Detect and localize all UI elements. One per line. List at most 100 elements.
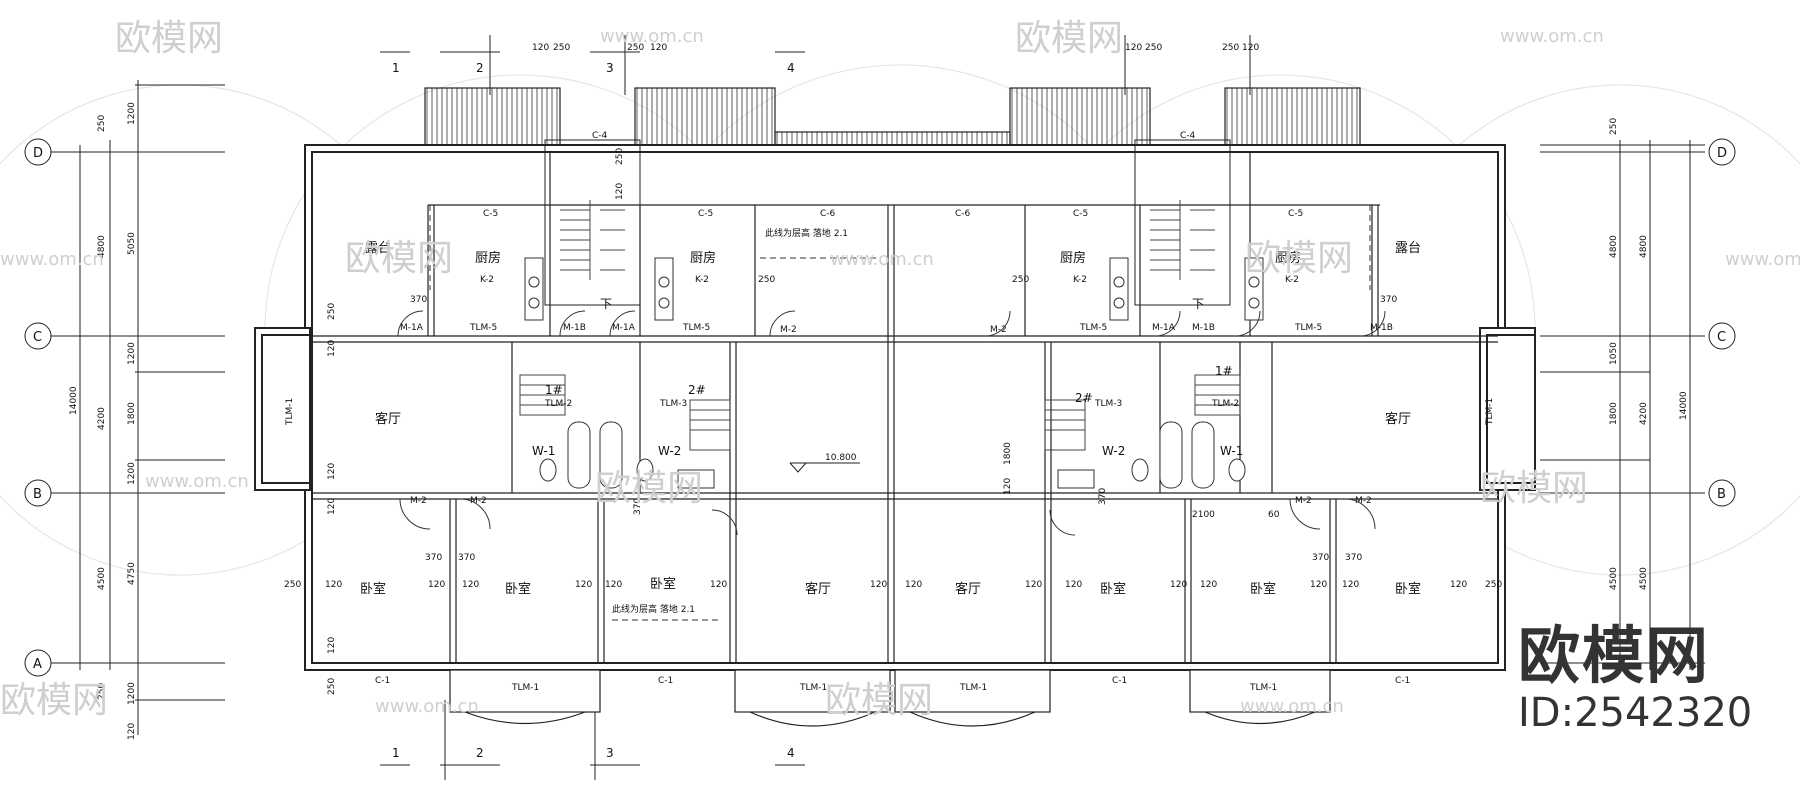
code-tlm5: TLM-5 (1294, 323, 1322, 333)
dim-text: 120 (532, 43, 549, 53)
col-4-bottom: 4 (787, 746, 795, 760)
room-kitchen-2: 厨房 (690, 250, 716, 266)
dim-text: 1200 (127, 102, 137, 125)
interior-walls (312, 152, 1498, 663)
bottom-column-marks (380, 700, 805, 780)
watermark-site: www.om.cn (145, 471, 249, 492)
dim-text: 250 (327, 303, 337, 320)
watermark-logo: 欧模网 (825, 680, 933, 721)
code-c1: C-1 (1395, 676, 1410, 686)
room-kitchen-3: 厨房 (1060, 250, 1086, 266)
watermark-logo: 欧模网 (1480, 468, 1588, 509)
dim-text: 250 (1012, 275, 1029, 285)
code-c4-left: C-4 (592, 131, 608, 141)
code-m1b: M-1B (1192, 323, 1215, 333)
code-c5: C-5 (1288, 209, 1303, 219)
dim-text: 120 (575, 580, 592, 590)
note-section-top: 此线为层高 落地 2.1 (765, 227, 848, 239)
dim-text: 1800 (127, 402, 137, 425)
room-bedroom-4: 卧室 (1100, 581, 1126, 597)
element-codes: C-4 C-4 C-5 C-5 C-5 C-5 C-6 C-6 K-2 K-2 … (285, 131, 1495, 693)
room-balcony-left: 露台 (365, 241, 391, 256)
dim-text: 120 (327, 498, 337, 515)
axis-d-right: D (1717, 146, 1727, 161)
code-m1a: M-1A (612, 323, 636, 333)
room-kitchen-4: 厨房 (1275, 250, 1301, 266)
stair-1-left: 1# (545, 383, 563, 397)
code-m2: M-2 (990, 325, 1007, 335)
inner-stairs (519, 374, 1241, 451)
left-dimension-text: 250 1200 4800 5050 14000 4200 1200 1800 … (69, 102, 137, 740)
room-bedroom-1: 卧室 (360, 581, 386, 597)
stair-2-left: 2# (688, 383, 706, 397)
room-wc-1-left: W-1 (532, 444, 555, 458)
dim-text: 1800 (1609, 402, 1619, 425)
code-c1: C-1 (375, 676, 390, 686)
dim-text: 120 (905, 580, 922, 590)
code-k2: K-2 (480, 275, 494, 285)
dim-text: 370 (1345, 553, 1362, 563)
col-3-bottom: 3 (606, 746, 614, 760)
axis-c-right: C (1717, 330, 1726, 345)
code-tlm2: TLM-2 (544, 399, 572, 409)
dim-text: 120 (650, 43, 667, 53)
dim-text: 120 (1170, 580, 1187, 590)
dim-text: 250 (1145, 43, 1162, 53)
code-k2: K-2 (1285, 275, 1299, 285)
watermark-site: www.om.cn (0, 249, 104, 270)
brand-id-text: ID:2542320 (1518, 690, 1753, 736)
code-tlm5: TLM-5 (1079, 323, 1107, 333)
bay-windows (449, 669, 1331, 727)
dim-text: 120 (1125, 43, 1142, 53)
dim-text: 120 (462, 580, 479, 590)
code-k2: K-2 (1073, 275, 1087, 285)
door-swings (397, 310, 1386, 536)
code-m1b: M-1B (1370, 323, 1393, 333)
right-dimension-lines (1540, 140, 1705, 670)
notes: 此线为层高 落地 2.1 此线为层高 落地 2.1 10.800 (612, 227, 857, 615)
top-column-labels: 1 2 3 4 120 250 250 120 120 250 250 120 (392, 43, 1259, 75)
col-3-top: 3 (606, 61, 614, 75)
code-k2: K-2 (695, 275, 709, 285)
watermarks: 欧模网 欧模网 www.om.cn www.om.cn 欧模网 欧模网 www.… (0, 18, 1800, 721)
dim-text: 120 (615, 183, 625, 200)
room-wc-1-right: W-1 (1220, 444, 1243, 458)
dim-text: 120 (127, 723, 137, 740)
dim-text: 1800 (1003, 442, 1013, 465)
axis-d-left: D (33, 146, 43, 161)
elevation-value: 10.800 (825, 453, 857, 463)
kitchen-stoves (524, 257, 1264, 321)
dim-text: 1200 (127, 462, 137, 485)
dim-text: 250 (1609, 118, 1619, 135)
watermark-logo: 欧模网 (595, 468, 703, 509)
dim-text: 370 (633, 498, 643, 515)
dim-text: 120 (325, 580, 342, 590)
stair-down-left: 下 (600, 297, 612, 311)
watermark-site: www.om.cn (1500, 26, 1604, 47)
watermark-logo: 欧模网 (345, 238, 453, 279)
bath-fixtures (539, 421, 1246, 489)
room-bedroom-3: 卧室 (650, 576, 676, 592)
room-bedroom-5: 卧室 (1250, 581, 1276, 597)
dim-text: 120 (327, 340, 337, 357)
dim-text: 120 (1450, 580, 1467, 590)
dim-text: 370 (1380, 295, 1397, 305)
dim-text: 120 (870, 580, 887, 590)
dim-text: 4750 (127, 562, 137, 585)
brand-logo-text: 欧模网 (1518, 619, 1711, 692)
dim-text: 4500 (1609, 567, 1619, 590)
axis-a-left: A (33, 657, 42, 672)
room-labels: 露台 露台 厨房 厨房 厨房 厨房 客厅 客厅 客厅 客厅 卧室 卧室 卧室 卧… (360, 241, 1421, 597)
dim-text: 370 (458, 553, 475, 563)
dim-text: 250 (97, 683, 107, 700)
dim-text: 370 (1312, 553, 1329, 563)
room-living-right: 客厅 (1385, 411, 1411, 427)
dim-text: 250 (284, 580, 301, 590)
dim-text: 4200 (97, 407, 107, 430)
dim-text: 120 (1003, 478, 1013, 495)
watermark-logo: 欧模网 (1245, 238, 1353, 279)
dim-text: 14000 (1679, 391, 1689, 420)
code-c4-right: C-4 (1180, 131, 1196, 141)
dim-text: 370 (410, 295, 427, 305)
